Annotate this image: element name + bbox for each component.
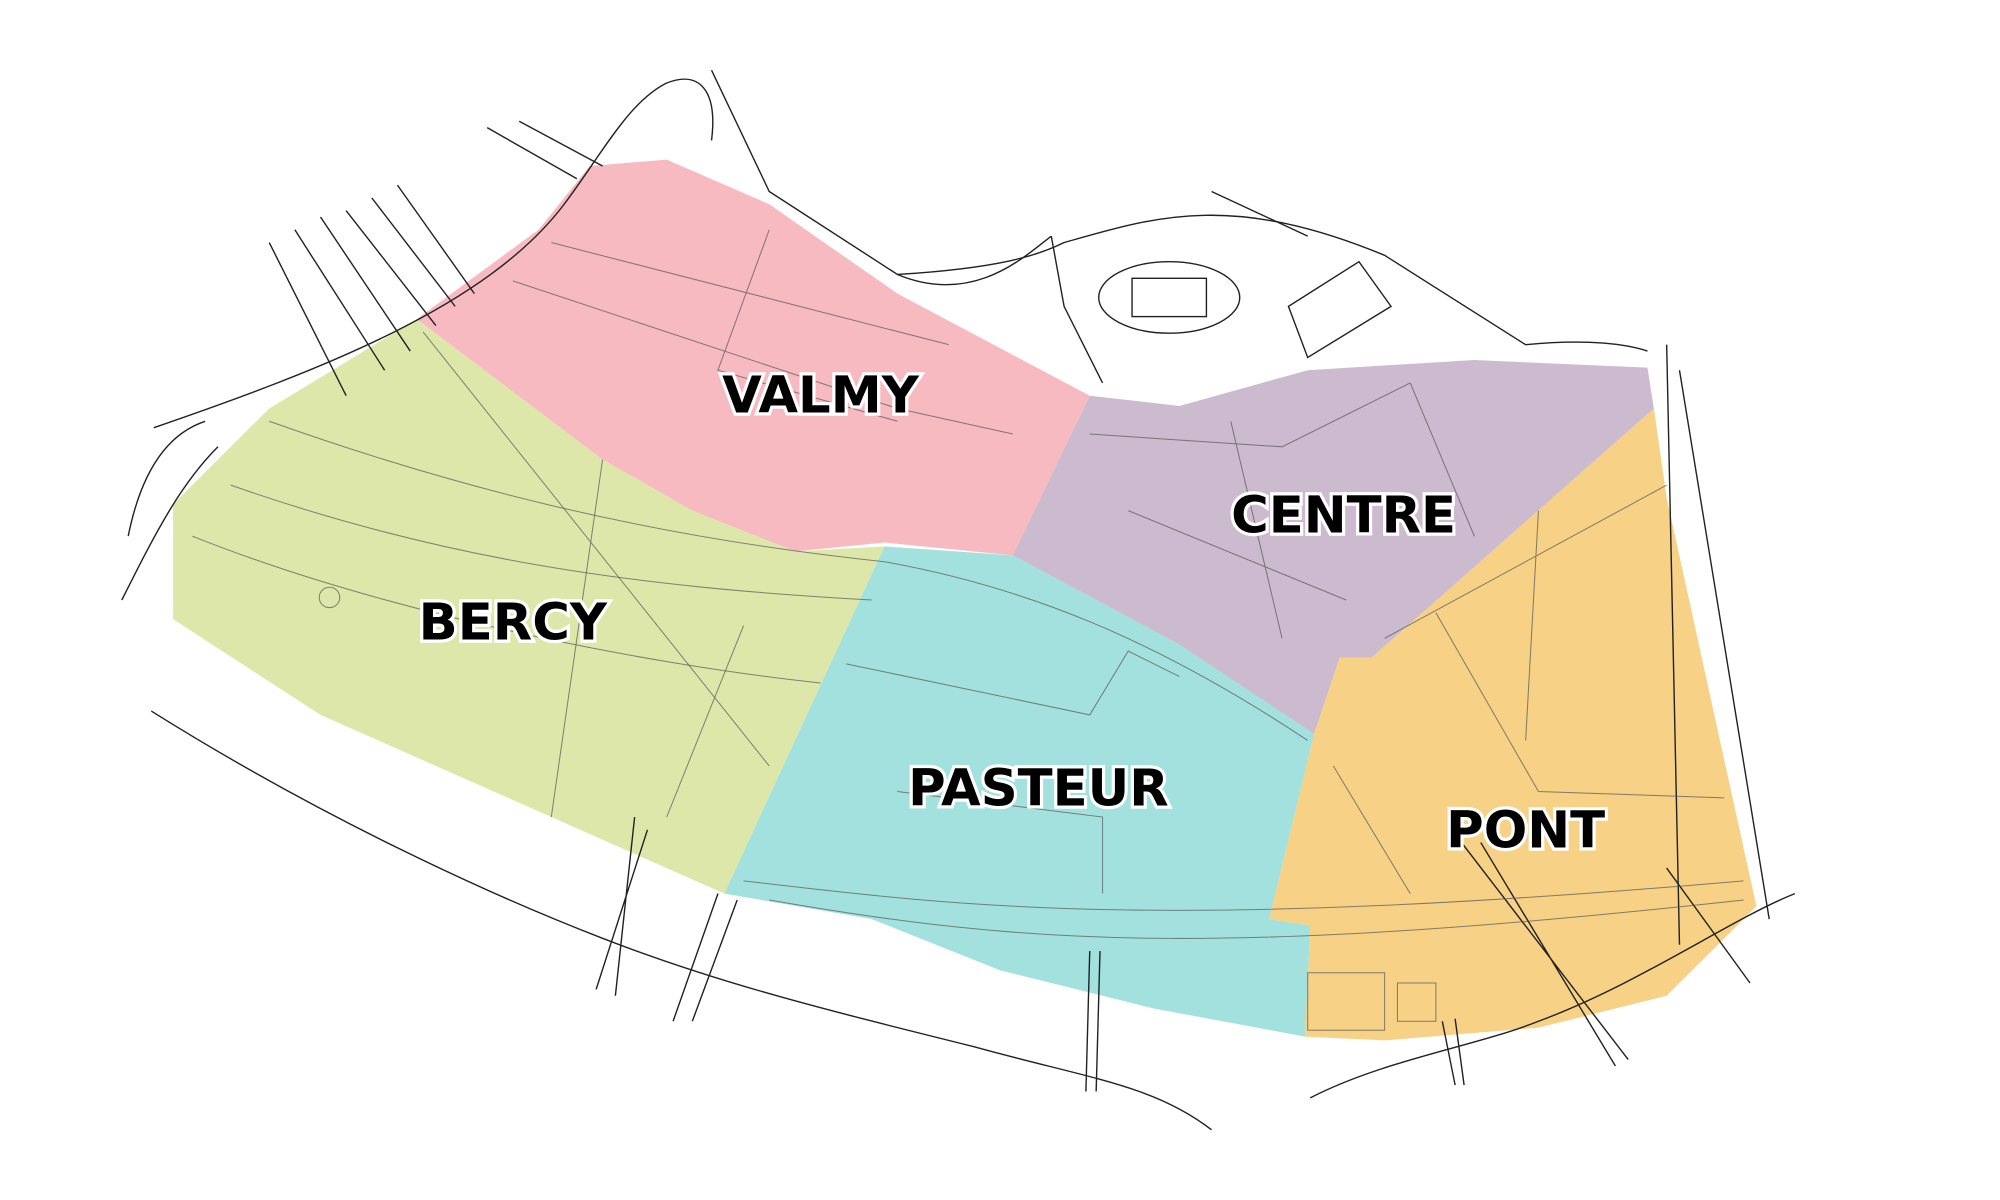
street-network <box>121 69 1796 1131</box>
label-pasteur: PASTEUR <box>908 760 1169 819</box>
label-valmy: VALMY <box>722 366 920 425</box>
internal-streets <box>192 229 1744 1031</box>
zone-centre[interactable] <box>1012 360 1654 735</box>
zone-bercy[interactable] <box>173 319 885 894</box>
zone-pont[interactable] <box>1269 408 1757 1041</box>
district-zones <box>173 159 1757 1041</box>
label-centre: CENTRE <box>1231 486 1456 545</box>
label-pont: PONT <box>1446 802 1605 861</box>
label-bercy: BERCY <box>419 594 608 653</box>
district-labels: VALMY BERCY CENTRE PASTEUR PONT <box>415 363 1608 864</box>
zone-valmy[interactable] <box>416 159 1090 556</box>
